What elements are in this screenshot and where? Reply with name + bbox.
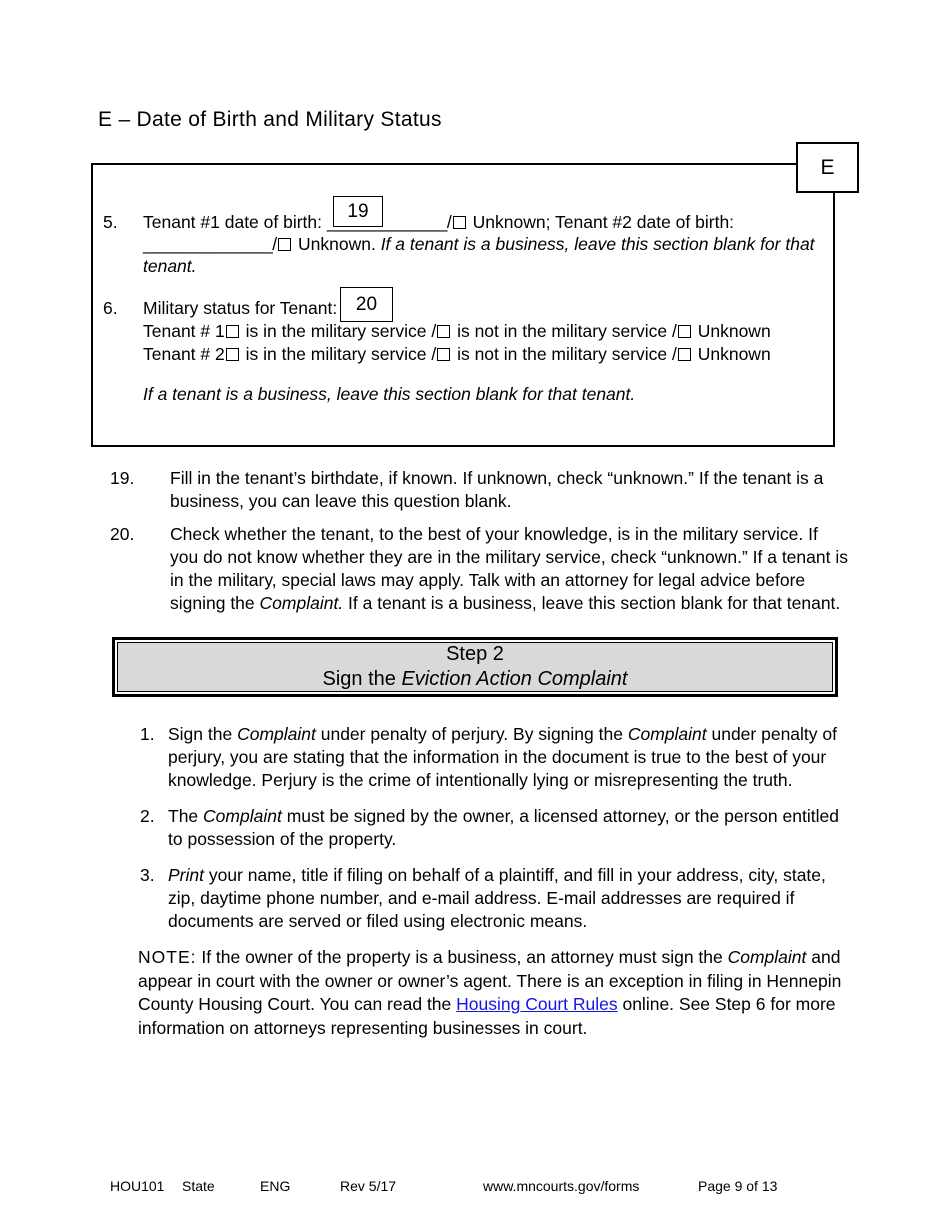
sign-1-seg2: under penalty of perjury. By signing the bbox=[315, 724, 628, 744]
form-item-5-italic-note: If a tenant is a business, leave this se… bbox=[143, 234, 815, 276]
sign-2-seg1: The bbox=[168, 806, 204, 826]
callout-box-19: 19 bbox=[333, 196, 383, 227]
note-seg2: and appear in court with the owner or ow… bbox=[138, 947, 842, 1014]
checkbox-tenant2-not-in-military[interactable] bbox=[437, 348, 451, 361]
dob-blank-tenant2[interactable]: ______________ bbox=[143, 234, 273, 254]
footer-page-number: Page 9 of 13 bbox=[698, 1178, 778, 1194]
tenant2-unknown-label: Unknown bbox=[692, 344, 771, 364]
sign-1-seg3: under penalty of perjury, you are statin… bbox=[168, 724, 837, 790]
sign-instruction-1-number: 1. bbox=[140, 724, 155, 744]
checkbox-tenant1-not-in-military[interactable] bbox=[437, 325, 451, 338]
sign-instruction-2: 2. The Complaint must be signed by the o… bbox=[140, 805, 850, 851]
checkbox-unknown-tenant2[interactable] bbox=[278, 238, 292, 251]
form-item-5-unknown-2: Unknown. bbox=[293, 234, 381, 254]
sign-instruction-2-number: 2. bbox=[140, 806, 155, 826]
footer-form-code: HOU101 bbox=[110, 1178, 165, 1194]
note-italic-complaint: Complaint bbox=[727, 947, 807, 967]
form-item-5-text-1: Tenant #1 date of birth: bbox=[143, 212, 327, 232]
tenant2-not-label: is not in the military service / bbox=[452, 344, 677, 364]
note-label: NOTE: bbox=[138, 947, 197, 967]
footer-url: www.mncourts.gov/forms bbox=[483, 1178, 640, 1194]
form-item-5-number: 5. bbox=[103, 212, 118, 232]
explanation-item-19: 19. Fill in the tenant’s birthdate, if k… bbox=[110, 467, 850, 513]
sign-instruction-3-number: 3. bbox=[140, 865, 155, 885]
step-2-banner-inner: Step 2 Sign the Eviction Action Complain… bbox=[117, 642, 833, 692]
note-seg1: If the owner of the property is a busine… bbox=[196, 947, 728, 967]
step-2-subtitle-prefix: Sign the bbox=[322, 668, 402, 690]
explanation-list: 19. Fill in the tenant’s birthdate, if k… bbox=[110, 467, 850, 625]
tenant1-prefix: Tenant # 1 bbox=[143, 321, 225, 341]
explanation-20-text-after: If a tenant is a business, leave this se… bbox=[343, 593, 841, 613]
tenant1-in-label: is in the military service / bbox=[240, 321, 437, 341]
tenant2-in-label: is in the military service / bbox=[240, 344, 437, 364]
step-2-subtitle: Sign the Eviction Action Complaint bbox=[323, 667, 628, 692]
sign-2-seg2: must be signed by the owner, a licensed … bbox=[168, 806, 839, 849]
sign-instruction-3-text: Print your name, title if filing on beha… bbox=[168, 864, 850, 933]
sign-instruction-3: 3. Print your name, title if filing on b… bbox=[140, 864, 850, 933]
section-letter-tab: E bbox=[796, 142, 859, 193]
sign-instruction-1-text: Sign the Complaint under penalty of perj… bbox=[168, 723, 850, 792]
checkbox-tenant1-unknown[interactable] bbox=[677, 325, 691, 338]
sign-1-ital1: Complaint bbox=[237, 724, 316, 744]
step-2-subtitle-italic: Eviction Action Complaint bbox=[401, 668, 628, 690]
explanation-20-number: 20. bbox=[110, 524, 135, 544]
form-item-5-sep-2: / bbox=[272, 234, 278, 254]
form-item-5-unknown-1: Unknown; Tenant #2 date of birth: bbox=[467, 212, 735, 232]
sign-instruction-1: 1. Sign the Complaint under penalty of p… bbox=[140, 723, 850, 792]
checkbox-unknown-tenant1[interactable] bbox=[452, 216, 466, 229]
sign-3-ital1: Print bbox=[168, 865, 204, 885]
explanation-20-italic-complaint: Complaint. bbox=[259, 593, 344, 613]
form-item-5: 5. Tenant #1 date of birth: ____________… bbox=[103, 211, 823, 277]
explanation-19-text: Fill in the tenant’s birthdate, if known… bbox=[170, 468, 824, 511]
form-excerpt-box bbox=[91, 163, 835, 447]
sign-1-ital2: Complaint bbox=[627, 724, 707, 744]
page-title: E – Date of Birth and Military Status bbox=[98, 108, 442, 131]
checkbox-tenant2-unknown[interactable] bbox=[677, 348, 691, 361]
step-2-title: Step 2 bbox=[446, 643, 504, 665]
tenant2-prefix: Tenant # 2 bbox=[143, 344, 225, 364]
page-footer: HOU101 State ENG Rev 5/17 www.mncourts.g… bbox=[110, 1178, 840, 1194]
explanation-20-text: Check whether the tenant, to the best of… bbox=[170, 523, 850, 615]
military-status-tenant2-row: Tenant # 2 is in the military service / … bbox=[143, 344, 823, 365]
callout-box-20: 20 bbox=[340, 287, 393, 322]
explanation-item-20: 20. Check whether the tenant, to the bes… bbox=[110, 523, 850, 615]
tenant1-unknown-label: Unknown bbox=[692, 321, 771, 341]
form-item-6-number: 6. bbox=[103, 298, 118, 318]
footer-language: ENG bbox=[260, 1178, 291, 1194]
note-seg3: online. See Step 6 for more information … bbox=[138, 994, 836, 1038]
footer-scope: State bbox=[182, 1178, 215, 1194]
form-item-6: 6. Military status for Tenant: Tenant # … bbox=[103, 297, 823, 405]
sign-1-seg1: Sign the bbox=[168, 724, 238, 744]
note-paragraph: NOTE: If the owner of the property is a … bbox=[138, 946, 844, 1040]
explanation-19-number: 19. bbox=[110, 468, 135, 488]
form-item-6-italic-note: If a tenant is a business, leave this se… bbox=[143, 384, 636, 404]
tenant1-not-label: is not in the military service / bbox=[452, 321, 677, 341]
checkbox-tenant1-in-military[interactable] bbox=[225, 325, 239, 338]
footer-revision: Rev 5/17 bbox=[340, 1178, 397, 1194]
checkbox-tenant2-in-military[interactable] bbox=[225, 348, 239, 361]
explanation-20-text-before: Check whether the tenant, to the best of… bbox=[170, 524, 848, 613]
form-item-6-label: Military status for Tenant: bbox=[143, 298, 338, 318]
form-item-5-sep-1: / bbox=[446, 212, 452, 232]
step-2-banner: Step 2 Sign the Eviction Action Complain… bbox=[112, 637, 838, 697]
military-status-tenant1-row: Tenant # 1 is in the military service / … bbox=[143, 321, 823, 342]
sign-3-seg2: your name, title if filing on behalf of … bbox=[168, 865, 826, 931]
sign-2-ital1: Complaint bbox=[203, 806, 282, 826]
housing-court-rules-link[interactable]: Housing Court Rules bbox=[456, 994, 618, 1014]
sign-instructions-list: 1. Sign the Complaint under penalty of p… bbox=[140, 723, 850, 946]
form-item-5-body: Tenant #1 date of birth: _____________/ … bbox=[143, 211, 823, 277]
sign-instruction-2-text: The Complaint must be signed by the owne… bbox=[168, 805, 850, 851]
